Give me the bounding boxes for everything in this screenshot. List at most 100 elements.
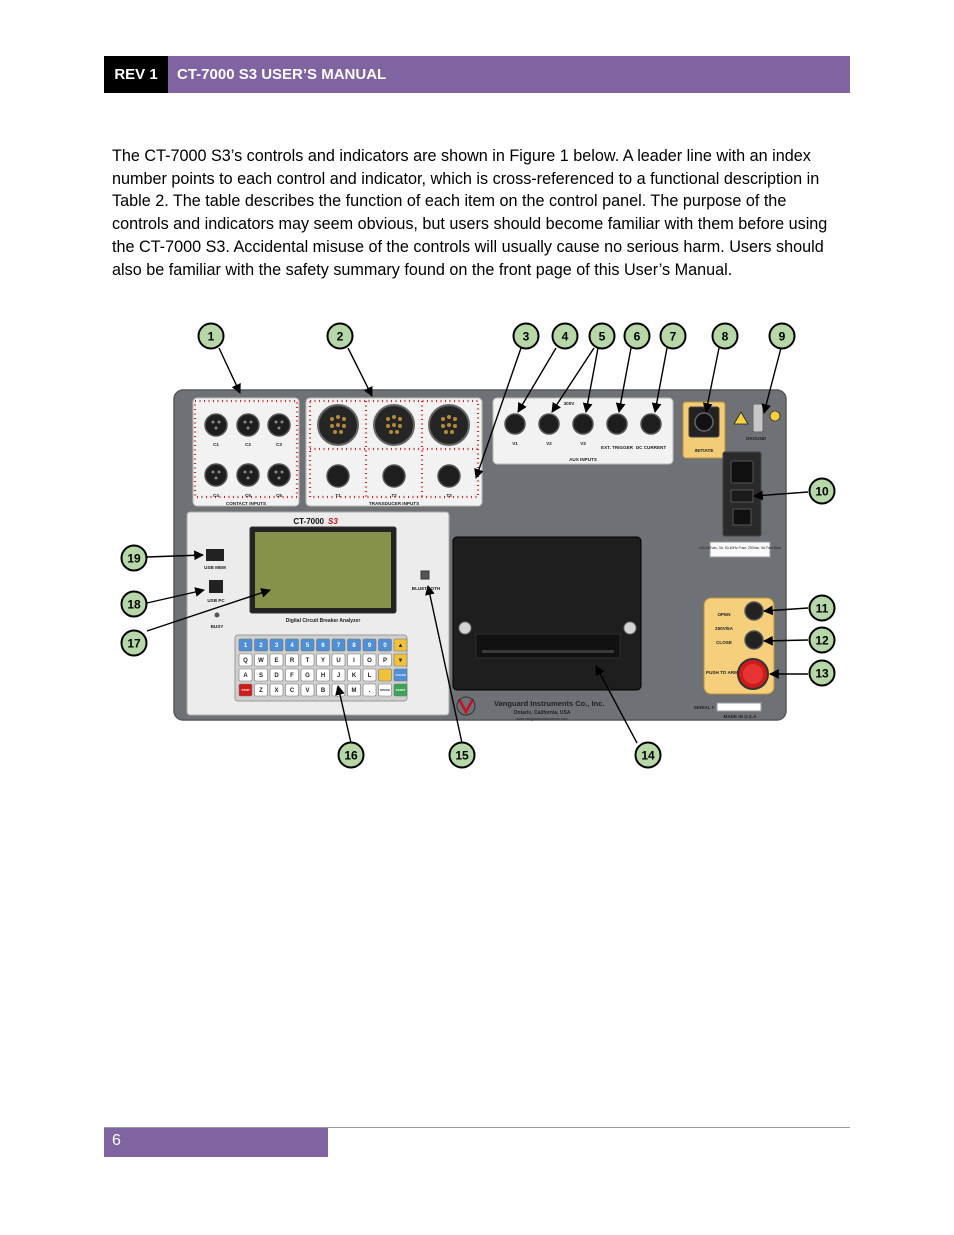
open-label: OPEN (717, 612, 731, 617)
keyboard-key (254, 653, 268, 667)
contact-inputs-label: CONTACT INPUTS (226, 501, 266, 506)
keyboard-key (269, 653, 284, 667)
keyboard-key (254, 668, 268, 682)
keyboard-key-label: F (290, 673, 294, 679)
page-footer: 6 (104, 1128, 328, 1157)
transducer-aux-connector (437, 464, 461, 488)
contact-connector (204, 463, 228, 487)
callout-circle (634, 741, 662, 769)
callout-circle (808, 626, 836, 654)
contact-label: C1 (213, 442, 219, 447)
open-fuse (744, 601, 764, 621)
callout-circle (197, 322, 225, 350)
callout-circle (659, 322, 687, 350)
keyboard-key (316, 683, 330, 697)
keyboard-key-label: ▲ (398, 643, 404, 649)
callout-number: 17 (127, 636, 141, 650)
keyboard-key-label: U (336, 658, 340, 664)
fuse-rating-label: 250V/5A (715, 626, 734, 631)
callout-number: 6 (634, 329, 641, 343)
keyboard-key (285, 653, 299, 667)
callout-number: 16 (344, 748, 358, 762)
keyboard-key-label: START (396, 688, 406, 692)
keyboard-key-label: STOP (241, 688, 249, 692)
keyboard-key (238, 653, 253, 667)
ground-terminal: GROUND (733, 403, 781, 441)
contact-inputs-block: C1 C2 C3 C4 C5 C6 CONTACT INPUTS (192, 397, 300, 507)
transducer-label: T2 (391, 493, 397, 498)
keyboard-key-label: E (274, 658, 278, 664)
callout-number: 2 (337, 329, 344, 343)
fuse-spec-label: 100-240Vac, 3A, 50-60Hz Fuse: 250Vac, 5A… (699, 546, 782, 550)
usb-pc-label: USB PC (207, 598, 225, 603)
keyboard-key (316, 653, 330, 667)
callout-circle (808, 594, 836, 622)
page-number: 6 (112, 1132, 121, 1149)
callout-number: 11 (816, 601, 829, 615)
busy-led (214, 612, 220, 618)
transducer-label: T3 (446, 493, 452, 498)
keyboard-key (254, 638, 268, 652)
keyboard-key-label: SPACE (380, 688, 390, 692)
manual-title: CT-7000 S3 USER’S MANUAL (177, 66, 387, 83)
keyboard-key-label: Z (259, 688, 263, 694)
keyboard-key (269, 683, 284, 697)
keyboard-key (238, 683, 253, 697)
keyboard-key-label: S (259, 673, 263, 679)
callout-circle (337, 741, 365, 769)
callout-number: 18 (127, 597, 141, 611)
transducer-aux-connector (382, 464, 406, 488)
aux-label: DC CURRENT (636, 445, 667, 450)
keyboard-key-label: H (321, 673, 325, 679)
aux-connector (606, 413, 628, 435)
bluetooth-led (420, 570, 430, 580)
keyboard-key-label: Y (321, 658, 325, 664)
keyboard-key (331, 668, 346, 682)
model-suffix-label: S3 (328, 517, 338, 526)
keyboard-key-label: 0 (383, 643, 387, 649)
keyboard-key-label: ▼ (398, 658, 404, 664)
keyboard-key (300, 653, 315, 667)
keyboard-key (285, 638, 299, 652)
callout-number: 12 (815, 633, 829, 647)
contact-connector (267, 413, 291, 437)
callout-number: 4 (562, 329, 569, 343)
revision-label: REV 1 (104, 56, 168, 93)
contact-label: C4 (213, 493, 219, 498)
serial-number-field (716, 702, 762, 712)
keyboard-key-label: D (274, 673, 279, 679)
callout-circle (120, 590, 148, 618)
aux-connector (504, 413, 526, 435)
aux-label: V2 (546, 441, 552, 446)
keyboard-key-label: 6 (321, 643, 325, 649)
aux-label: V1 (512, 441, 518, 446)
callout-number: 19 (127, 551, 141, 565)
keyboard-key (378, 668, 392, 682)
keyboard-key (285, 683, 299, 697)
keyboard-key-label: 3 (275, 643, 279, 649)
power-module: 100-240Vac, 3A, 50-60Hz Fuse: 250Vac, 5A… (699, 451, 782, 558)
contact-label: C6 (276, 493, 282, 498)
callout-circle (711, 322, 739, 350)
callout-number: 5 (599, 329, 606, 343)
keyboard-key (269, 638, 284, 652)
aux-voltage-label: 300V (564, 401, 576, 406)
keyboard-key (238, 668, 253, 682)
busy-label: BUSY (211, 624, 224, 629)
figure-control-panel: C1 C2 C3 C4 C5 C6 CONTACT INPUTS T1 T2 (110, 318, 850, 776)
initiate-label: INITIATE (695, 448, 714, 453)
callout-circle (808, 477, 836, 505)
transducer-aux-connector (326, 464, 350, 488)
callout-circle (448, 741, 476, 769)
close-label: CLOSE (716, 640, 732, 645)
callout-number: 9 (779, 329, 786, 343)
keyboard-key (362, 653, 377, 667)
contact-label: C2 (245, 442, 251, 447)
breaker-controls: OPEN 250V/5A CLOSE PUSH TO ARM (703, 597, 775, 695)
keyboard-key-label: 8 (352, 643, 356, 649)
company-website: www.vanguard-instruments.com (516, 717, 567, 721)
made-in-label: MADE IN U.S.A (724, 714, 758, 719)
keyboard-key (238, 638, 253, 652)
keyboard-key-label: A (243, 673, 248, 679)
contact-connector (267, 463, 291, 487)
